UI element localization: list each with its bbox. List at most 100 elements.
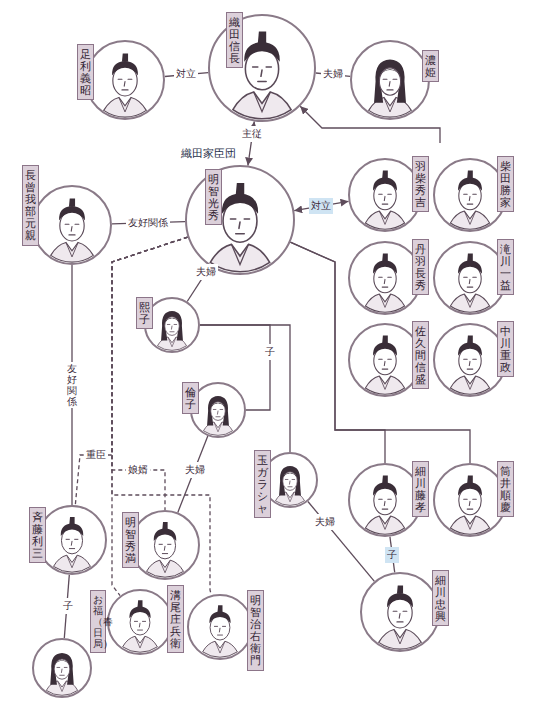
- portrait-circle: 中川重政: [433, 323, 507, 397]
- relation-label: 夫婦: [313, 514, 337, 530]
- portrait-face: [39, 507, 105, 573]
- kimono-shoulders: [365, 516, 404, 534]
- portrait-face: [350, 160, 420, 230]
- relation-label: 夫婦: [183, 462, 207, 478]
- hair: [129, 607, 150, 619]
- portrait-face: [87, 42, 163, 118]
- kimono-shoulders: [450, 211, 489, 229]
- portrait-circle: 佐久間信盛: [348, 323, 422, 397]
- hair: [154, 529, 177, 542]
- face-features: [393, 611, 407, 622]
- name-tag: 滝川一益: [497, 239, 514, 295]
- hair: [373, 343, 397, 356]
- face-features: [213, 409, 222, 416]
- kimono-collar: [58, 681, 67, 692]
- face-features: [66, 539, 78, 548]
- relation-label: 子: [385, 547, 399, 563]
- portrait-face: [189, 596, 251, 658]
- portrait-face: [264, 454, 316, 506]
- name-tag: 斉藤利三: [29, 507, 46, 563]
- hair: [458, 178, 482, 191]
- portrait-circle: 熙子: [144, 297, 200, 353]
- name-tag: 足利義昭: [77, 44, 94, 100]
- kimono-shoulders: [233, 92, 291, 119]
- name-tag: 織田信長: [226, 12, 243, 68]
- kimono-collar: [254, 92, 271, 112]
- name-tag: 柴田勝家: [497, 156, 514, 212]
- topknot: [236, 183, 244, 195]
- name-tag: 筒井順慶: [497, 461, 514, 517]
- portrait-circle: 滝川一益: [433, 241, 507, 315]
- relation-label: 友好関係: [126, 215, 170, 231]
- kimono-shoulders: [147, 560, 184, 577]
- portrait-circle: 細川忠興: [360, 572, 440, 652]
- face-features: [57, 667, 67, 675]
- face-features: [464, 277, 477, 287]
- face-features: [167, 324, 176, 331]
- name-tag: 溝尾庄兵衛: [167, 585, 184, 653]
- portrait-circle: 明智治右衛門: [187, 594, 253, 660]
- name-tag: お福（春日局）: [90, 590, 106, 653]
- face-features: [379, 194, 392, 204]
- face-features: [65, 224, 79, 235]
- hair: [207, 396, 229, 426]
- topknot: [162, 522, 167, 529]
- topknot: [258, 32, 266, 43]
- kimono-shoulders: [51, 242, 94, 262]
- topknot: [382, 171, 388, 179]
- kimono-shoulders: [450, 376, 489, 394]
- portrait-face: [350, 465, 420, 535]
- topknot: [467, 336, 473, 344]
- name-tag: 丹羽長秀: [412, 239, 429, 295]
- portrait-face: [362, 574, 438, 650]
- portrait-face: [435, 325, 505, 395]
- relation-label: 友好関係: [65, 362, 79, 408]
- portrait-face: [435, 243, 505, 313]
- topknot: [69, 198, 75, 206]
- portrait-circle: 濃姫: [350, 40, 430, 120]
- hair: [373, 178, 397, 191]
- portrait-face: [192, 384, 244, 436]
- portrait-face: [109, 591, 171, 653]
- topknot: [467, 254, 473, 262]
- portrait-circle: 明智秀満: [130, 510, 200, 580]
- name-tag: 中川重政: [497, 321, 514, 377]
- kimono-collar: [286, 492, 294, 502]
- name-tag: 明智光秀: [205, 169, 222, 225]
- topknot: [467, 476, 473, 484]
- hair: [458, 483, 482, 496]
- portrait-face: [34, 640, 90, 696]
- portrait-circle: お福（春日局）: [32, 638, 92, 698]
- portrait-circle: 足利義昭: [85, 40, 165, 120]
- topknot: [382, 254, 388, 262]
- band-fill: [175, 143, 522, 655]
- bangs: [211, 403, 226, 407]
- relation-label: 娘婿: [126, 462, 150, 478]
- hair: [112, 61, 138, 75]
- kimono-shoulders: [450, 294, 489, 312]
- hair: [373, 483, 397, 496]
- relation-label: 夫婦: [321, 66, 345, 82]
- kimono-shoulders: [365, 211, 404, 229]
- portrait-face: [352, 42, 428, 118]
- portrait-face: [187, 167, 293, 273]
- bangs: [165, 318, 180, 322]
- portrait-face: [350, 325, 420, 395]
- hair: [244, 42, 279, 62]
- portrait-circle: 玉ガラシャ: [262, 452, 318, 508]
- name-tag: 熙子: [136, 297, 153, 329]
- kimono-collar: [67, 555, 78, 568]
- portrait-circle: 筒井順慶: [433, 463, 507, 537]
- kimono-collar: [66, 242, 78, 256]
- name-tag: 玉ガラシャ: [254, 450, 271, 518]
- hair: [374, 59, 406, 102]
- portrait-face: [435, 160, 505, 230]
- band-heading: 織田家臣団: [181, 146, 236, 161]
- kimono-collar: [394, 629, 406, 643]
- name-tag: 羽柴秀吉: [412, 156, 429, 212]
- hair: [222, 194, 258, 214]
- topknot: [382, 476, 388, 484]
- hair: [373, 261, 397, 274]
- kimono-collar: [119, 97, 131, 111]
- topknot: [122, 53, 128, 61]
